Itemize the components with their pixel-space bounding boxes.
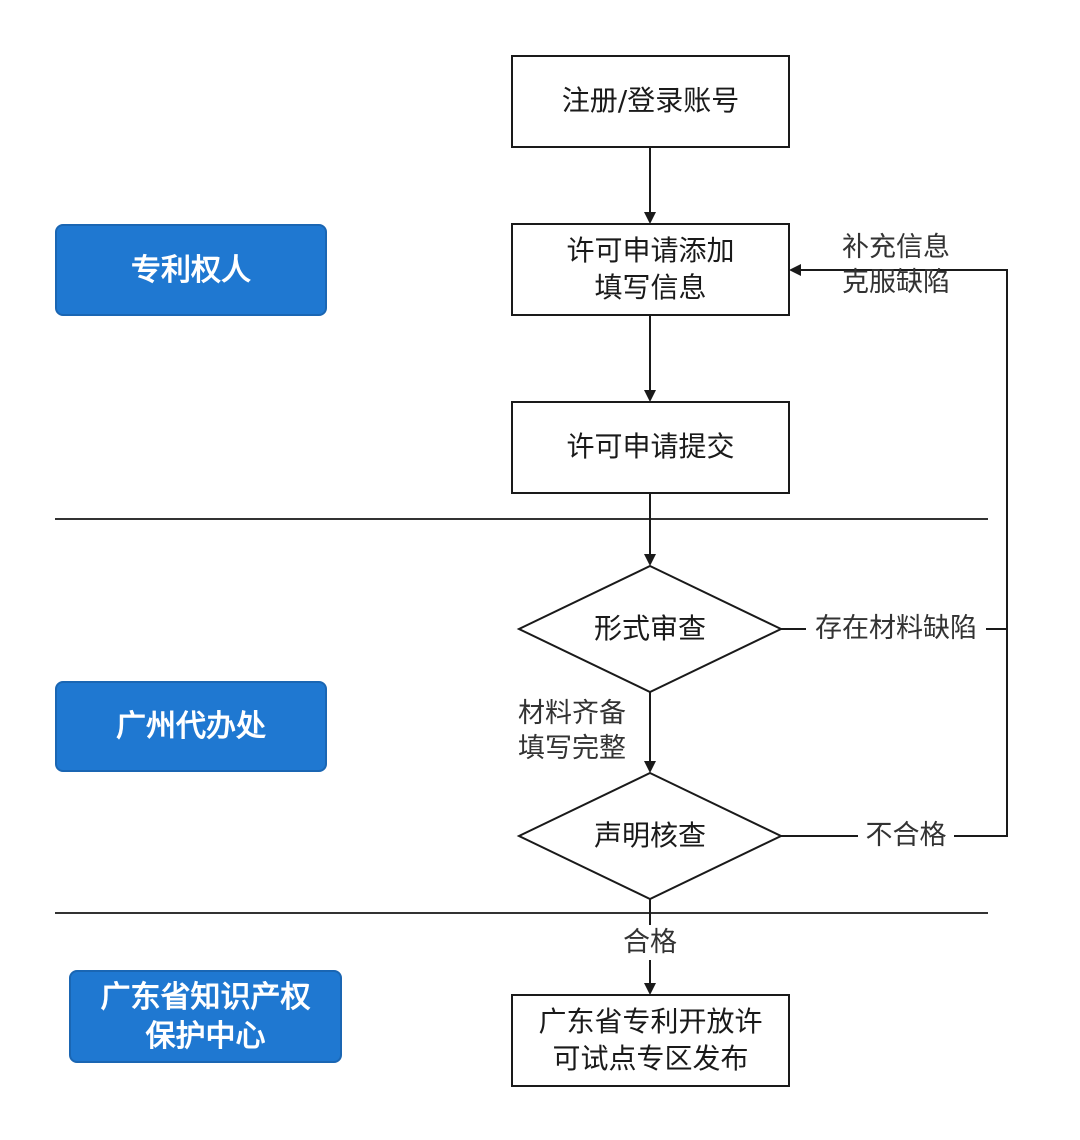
add-info-label: 许可申请添加 填写信息 xyxy=(512,224,789,315)
add-info-text-1: 许可申请添加 xyxy=(566,234,735,268)
formal-review-text: 形式审查 xyxy=(593,611,706,645)
add-info-box xyxy=(511,223,790,316)
role-ip-center: 广东省知识产权 保护中心 xyxy=(69,970,342,1063)
role-patentee-label: 专利权人 xyxy=(131,252,251,288)
supplement-text-1: 补充信息 xyxy=(842,232,950,263)
submit-text: 许可申请提交 xyxy=(566,430,735,464)
register-label: 注册/登录账号 xyxy=(512,56,789,147)
role-guangzhou-office: 广州代办处 xyxy=(55,681,327,772)
complete-label: 材料齐备 填写完整 xyxy=(510,696,634,766)
submit-label: 许可申请提交 xyxy=(512,402,789,493)
publish-text-2: 可试点专区发布 xyxy=(552,1041,749,1075)
loop-unqualified xyxy=(781,264,1008,837)
submit-box xyxy=(511,401,790,494)
publish-box xyxy=(511,994,790,1087)
register-text: 注册/登录账号 xyxy=(561,84,740,118)
unqualified-text: 不合格 xyxy=(865,820,947,851)
complete-text-2: 填写完整 xyxy=(518,733,626,765)
material-defect-label: 存在材料缺陷 xyxy=(806,611,986,647)
statement-check-label: 声明核查 xyxy=(560,807,740,865)
complete-text-1: 材料齐备 xyxy=(518,698,626,729)
add-info-text-2: 填写信息 xyxy=(594,270,707,304)
formal-review-label: 形式审查 xyxy=(560,600,740,658)
role-ip-center-label-2: 保护中心 xyxy=(145,1018,266,1054)
publish-text-1: 广东省专利开放许 xyxy=(538,1005,763,1039)
publish-label: 广东省专利开放许 可试点专区发布 xyxy=(512,995,789,1086)
qualified-text: 合格 xyxy=(623,927,677,958)
supplement-text-2: 克服缺陷 xyxy=(842,267,950,299)
role-patentee: 专利权人 xyxy=(55,224,327,316)
supplement-label: 补充信息 克服缺陷 xyxy=(826,230,966,300)
qualified-label: 合格 xyxy=(616,925,684,961)
material-defect-text: 存在材料缺陷 xyxy=(815,613,977,644)
register-box xyxy=(511,55,790,148)
role-ip-center-label-1: 广东省知识产权 xyxy=(100,979,311,1015)
role-guangzhou-office-label: 广州代办处 xyxy=(116,709,266,744)
unqualified-label: 不合格 xyxy=(858,818,954,854)
statement-check-text: 声明核查 xyxy=(593,818,706,852)
